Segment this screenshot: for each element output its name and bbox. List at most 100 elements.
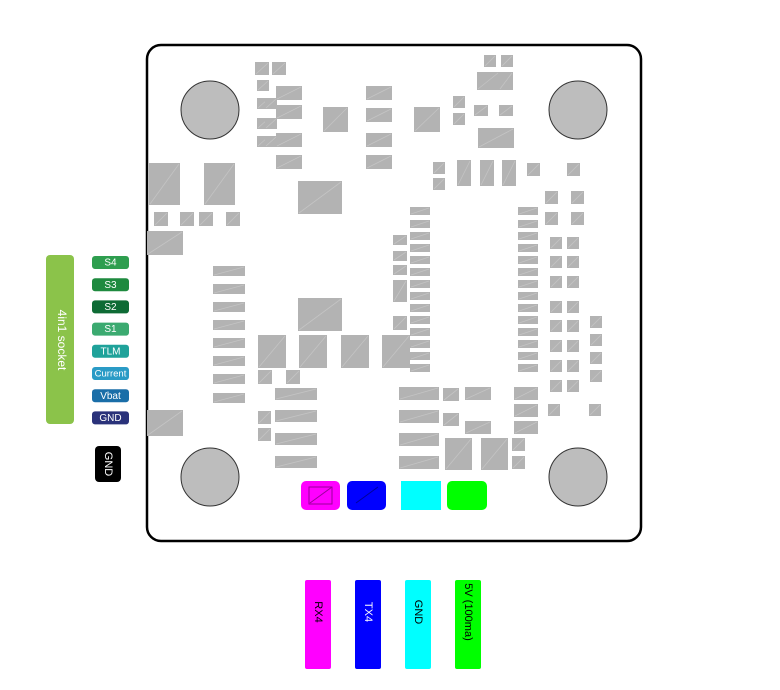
component [410, 304, 430, 312]
component [299, 335, 327, 368]
component [514, 387, 538, 400]
component [382, 335, 410, 368]
component [499, 72, 513, 90]
component [514, 421, 538, 434]
component [258, 428, 271, 441]
component [465, 421, 491, 434]
component [589, 404, 601, 416]
component [393, 316, 407, 330]
pin-body [92, 411, 129, 425]
uart-pads [301, 481, 487, 510]
component [550, 360, 562, 372]
component [502, 160, 516, 186]
component [443, 413, 459, 426]
component [213, 302, 245, 312]
component [410, 244, 430, 252]
pad-gnd[interactable] [401, 481, 441, 510]
label-tab [355, 580, 381, 669]
pin-label: S3 [104, 280, 117, 291]
gnd-tag-label: GND [102, 452, 114, 477]
component [518, 268, 538, 276]
component [474, 105, 488, 116]
socket-pin-s3: S3 [92, 278, 129, 292]
mount-hole-bottom-left [180, 447, 240, 507]
component [276, 155, 302, 169]
pin-body [92, 278, 129, 292]
component [265, 98, 277, 109]
component [341, 335, 369, 368]
component [275, 433, 317, 445]
component [567, 163, 580, 176]
component [590, 370, 602, 382]
component [567, 301, 579, 313]
component [550, 380, 562, 392]
component [276, 86, 302, 100]
component [514, 404, 538, 417]
component [410, 256, 430, 264]
component [366, 86, 392, 100]
component [298, 181, 342, 214]
component [501, 55, 513, 67]
component [433, 162, 445, 174]
pin-body [92, 344, 129, 358]
bottom-label-1: RX4 [305, 580, 331, 669]
component [518, 207, 538, 215]
socket-tab: 4in1 socket [46, 255, 74, 424]
bottom-label-4: 5V (100ma) [455, 580, 481, 669]
gnd-tag: GND [95, 446, 121, 482]
component [518, 280, 538, 288]
component [399, 456, 439, 469]
component [518, 256, 538, 264]
component [272, 62, 286, 75]
pin-body [92, 300, 129, 314]
component [410, 364, 430, 372]
component [518, 244, 538, 252]
pad-5v[interactable] [447, 481, 487, 510]
component [550, 301, 562, 313]
component [213, 374, 245, 384]
component [276, 133, 302, 147]
component [275, 410, 317, 422]
component [257, 80, 269, 91]
mount-hole-top-left [180, 80, 240, 140]
bottom-label-3: GND [405, 580, 431, 669]
component [410, 340, 430, 348]
component [410, 328, 430, 336]
pin-body [92, 367, 129, 380]
component [213, 266, 245, 276]
component [276, 105, 302, 119]
pin-body [92, 389, 129, 403]
component [414, 107, 440, 132]
socket-pin-s4: S4 [92, 256, 129, 269]
component [567, 276, 579, 288]
socket-pin-current: Current [92, 367, 129, 380]
component [410, 292, 430, 300]
component [499, 105, 513, 116]
component [180, 212, 194, 226]
component [567, 256, 579, 268]
component [399, 433, 439, 446]
component [154, 212, 168, 226]
component [323, 107, 348, 132]
component [393, 235, 407, 245]
component [518, 340, 538, 348]
component [453, 96, 465, 108]
component [275, 456, 317, 468]
component [213, 393, 245, 403]
component [213, 338, 245, 348]
component [410, 268, 430, 276]
component [571, 191, 584, 204]
component [204, 163, 235, 205]
component [550, 276, 562, 288]
component [213, 284, 245, 294]
component [512, 456, 525, 469]
component [410, 220, 430, 228]
label-tab [305, 580, 331, 669]
component [213, 356, 245, 366]
component [550, 320, 562, 332]
label-text: 5V (100ma) [462, 583, 474, 640]
component [147, 410, 183, 436]
component [275, 388, 317, 400]
